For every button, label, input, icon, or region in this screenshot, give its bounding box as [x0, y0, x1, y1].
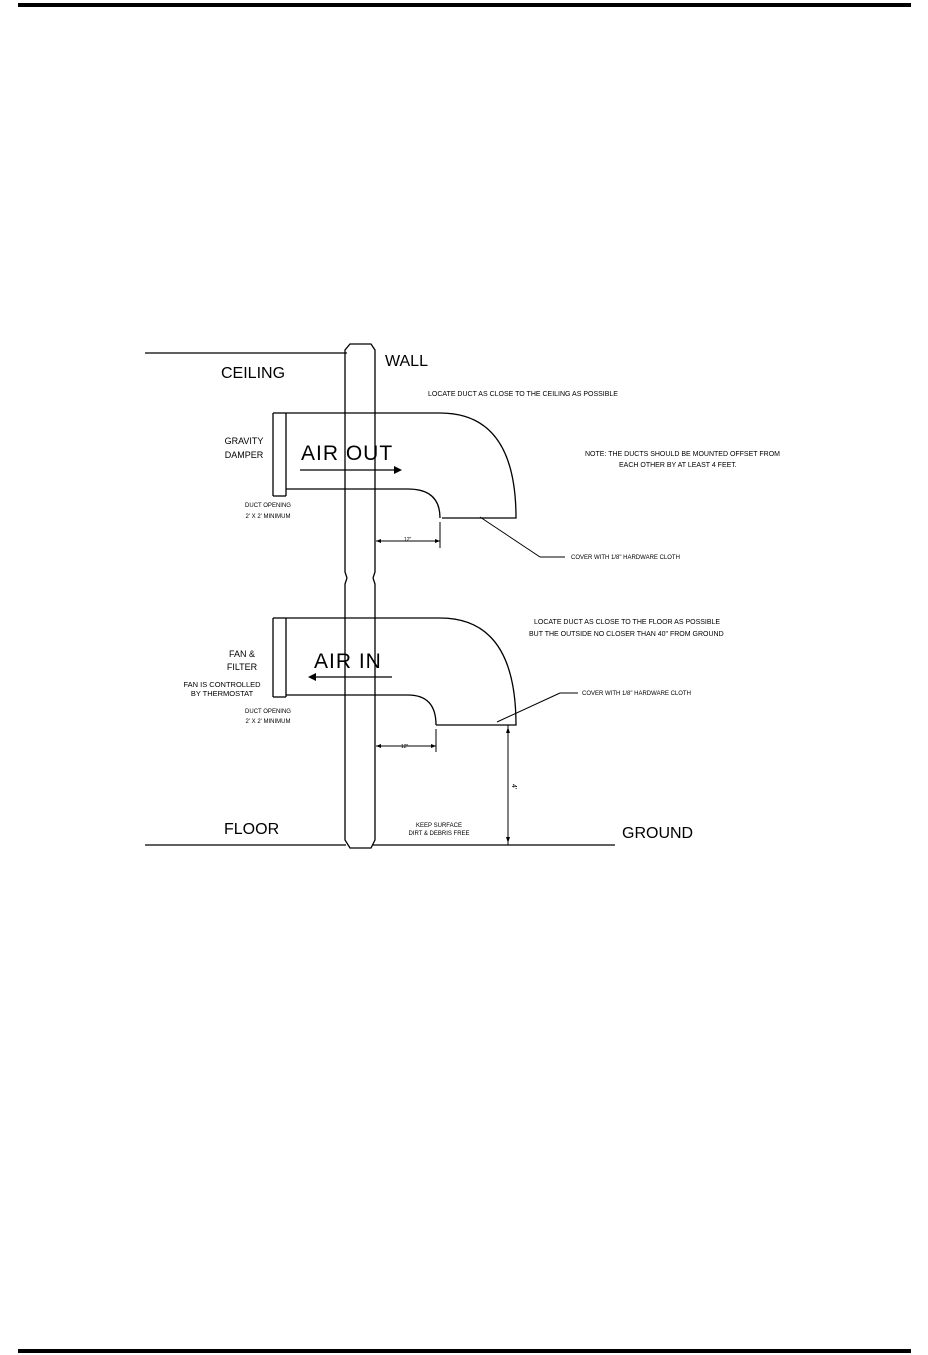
- air-in-arrow: [308, 673, 392, 681]
- top-rule: [18, 3, 911, 7]
- dimension-12-top: [376, 522, 441, 548]
- label-cover-bottom: COVER WITH 1/8" HARDWARE CLOTH: [582, 691, 691, 697]
- label-dim-12-bottom: 12": [401, 744, 409, 750]
- air-in-duct: [272, 617, 517, 726]
- label-dim-12-top: 12": [404, 537, 412, 543]
- air-out-arrow: [300, 466, 402, 474]
- air-out-duct: [272, 412, 517, 519]
- dimension-vertical: [506, 725, 510, 845]
- wall-upper: [344, 343, 376, 579]
- label-note-1: NOTE: THE DUCTS SHOULD BE MOUNTED OFFSET…: [585, 451, 780, 458]
- wall-lower: [344, 577, 376, 849]
- label-fan-filter-1: FAN &: [229, 649, 255, 659]
- label-ceiling: CEILING: [221, 365, 285, 382]
- label-dim-vertical: 4': [510, 784, 517, 789]
- label-fan-controlled-2: BY THERMOSTAT: [191, 689, 254, 698]
- label-ground: GROUND: [622, 825, 693, 842]
- label-gravity-damper-2: DAMPER: [225, 450, 264, 460]
- dimension-12-bottom: [376, 729, 437, 752]
- label-locate-floor-2: BUT THE OUTSIDE NO CLOSER THAN 40" FROM …: [529, 631, 724, 638]
- label-keep-surface-2: DIRT & DEBRIS FREE: [408, 831, 469, 837]
- label-air-in: AIR IN: [314, 650, 382, 673]
- label-locate-floor-1: LOCATE DUCT AS CLOSE TO THE FLOOR AS POS…: [534, 619, 720, 626]
- label-duct-opening-top-1: DUCT OPENING: [245, 503, 291, 509]
- label-duct-opening-top-2: 2' X 2' MINIMUM: [246, 514, 291, 520]
- label-locate-ceiling: LOCATE DUCT AS CLOSE TO THE CEILING AS P…: [428, 391, 618, 398]
- label-cover-top: COVER WITH 1/8" HARDWARE CLOTH: [571, 555, 680, 561]
- label-air-out: AIR OUT: [301, 442, 393, 465]
- label-duct-opening-bottom-2: 2' X 2' MINIMUM: [246, 719, 291, 725]
- label-duct-opening-bottom-1: DUCT OPENING: [245, 709, 291, 715]
- label-wall: WALL: [385, 353, 428, 370]
- leader-cover-bottom: [496, 692, 561, 723]
- label-note-2: EACH OTHER BY AT LEAST 4 FEET.: [619, 462, 737, 469]
- label-keep-surface-1: KEEP SURFACE: [416, 823, 462, 829]
- label-gravity-damper-1: GRAVITY: [225, 436, 264, 446]
- bottom-rule: [18, 1349, 911, 1353]
- leader-cover-top: [479, 516, 541, 558]
- label-floor: FLOOR: [224, 821, 279, 838]
- label-fan-filter-2: FILTER: [227, 662, 258, 672]
- label-fan-controlled-1: FAN IS CONTROLLED: [183, 680, 261, 689]
